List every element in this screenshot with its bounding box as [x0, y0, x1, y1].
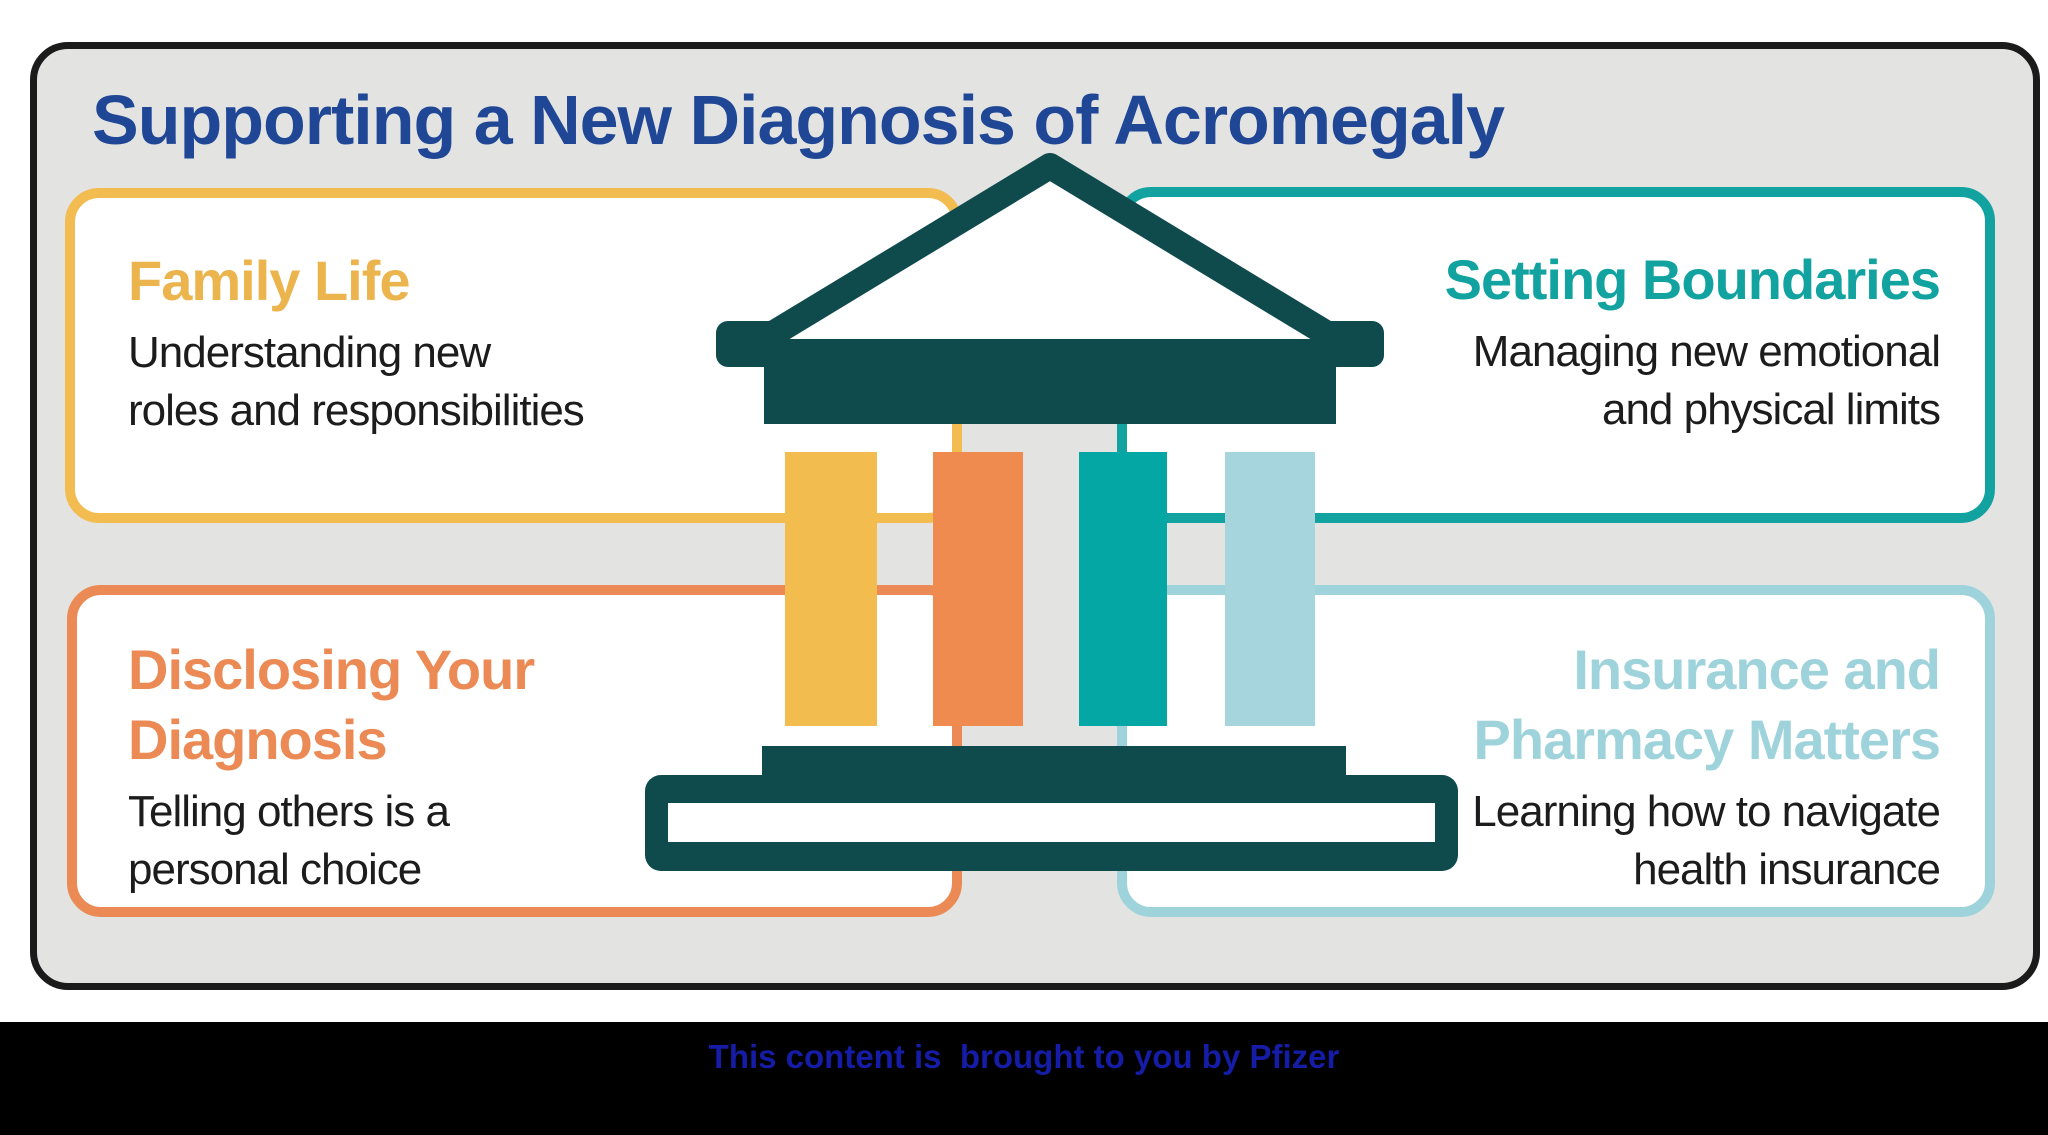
sponsor-bar: This content is brought to you by Pfizer: [0, 1022, 2048, 1135]
quadrant-insurance-pharmacy: Insurance and Pharmacy Matters Learning …: [1117, 585, 1995, 917]
family-life-heading: Family Life: [128, 249, 411, 312]
quadrant-setting-boundaries: Setting Boundaries Managing new emotiona…: [1117, 187, 1995, 523]
insurance-pharmacy-heading: Insurance and Pharmacy Matters: [1473, 638, 1941, 771]
page-title: Supporting a New Diagnosis of Acromegaly: [92, 81, 1505, 159]
family-life-body: Understanding new roles and responsibili…: [128, 328, 585, 435]
sponsor-text: This content is brought to you by Pfizer: [708, 1038, 1340, 1075]
setting-boundaries-heading: Setting Boundaries: [1444, 248, 1941, 311]
quadrant-family-life: Family Life Understanding new roles and …: [65, 188, 962, 523]
setting-boundaries-body: Managing new emotional and physical limi…: [1472, 327, 1941, 434]
disclosing-diagnosis-heading: Disclosing Your Diagnosis: [128, 638, 535, 771]
insurance-pharmacy-body: Learning how to navigate health insuranc…: [1472, 787, 1941, 894]
quadrant-disclosing-your-diagnosis: Disclosing Your Diagnosis Telling others…: [67, 585, 962, 917]
disclosing-diagnosis-body: Telling others is a personal choice: [128, 787, 450, 894]
